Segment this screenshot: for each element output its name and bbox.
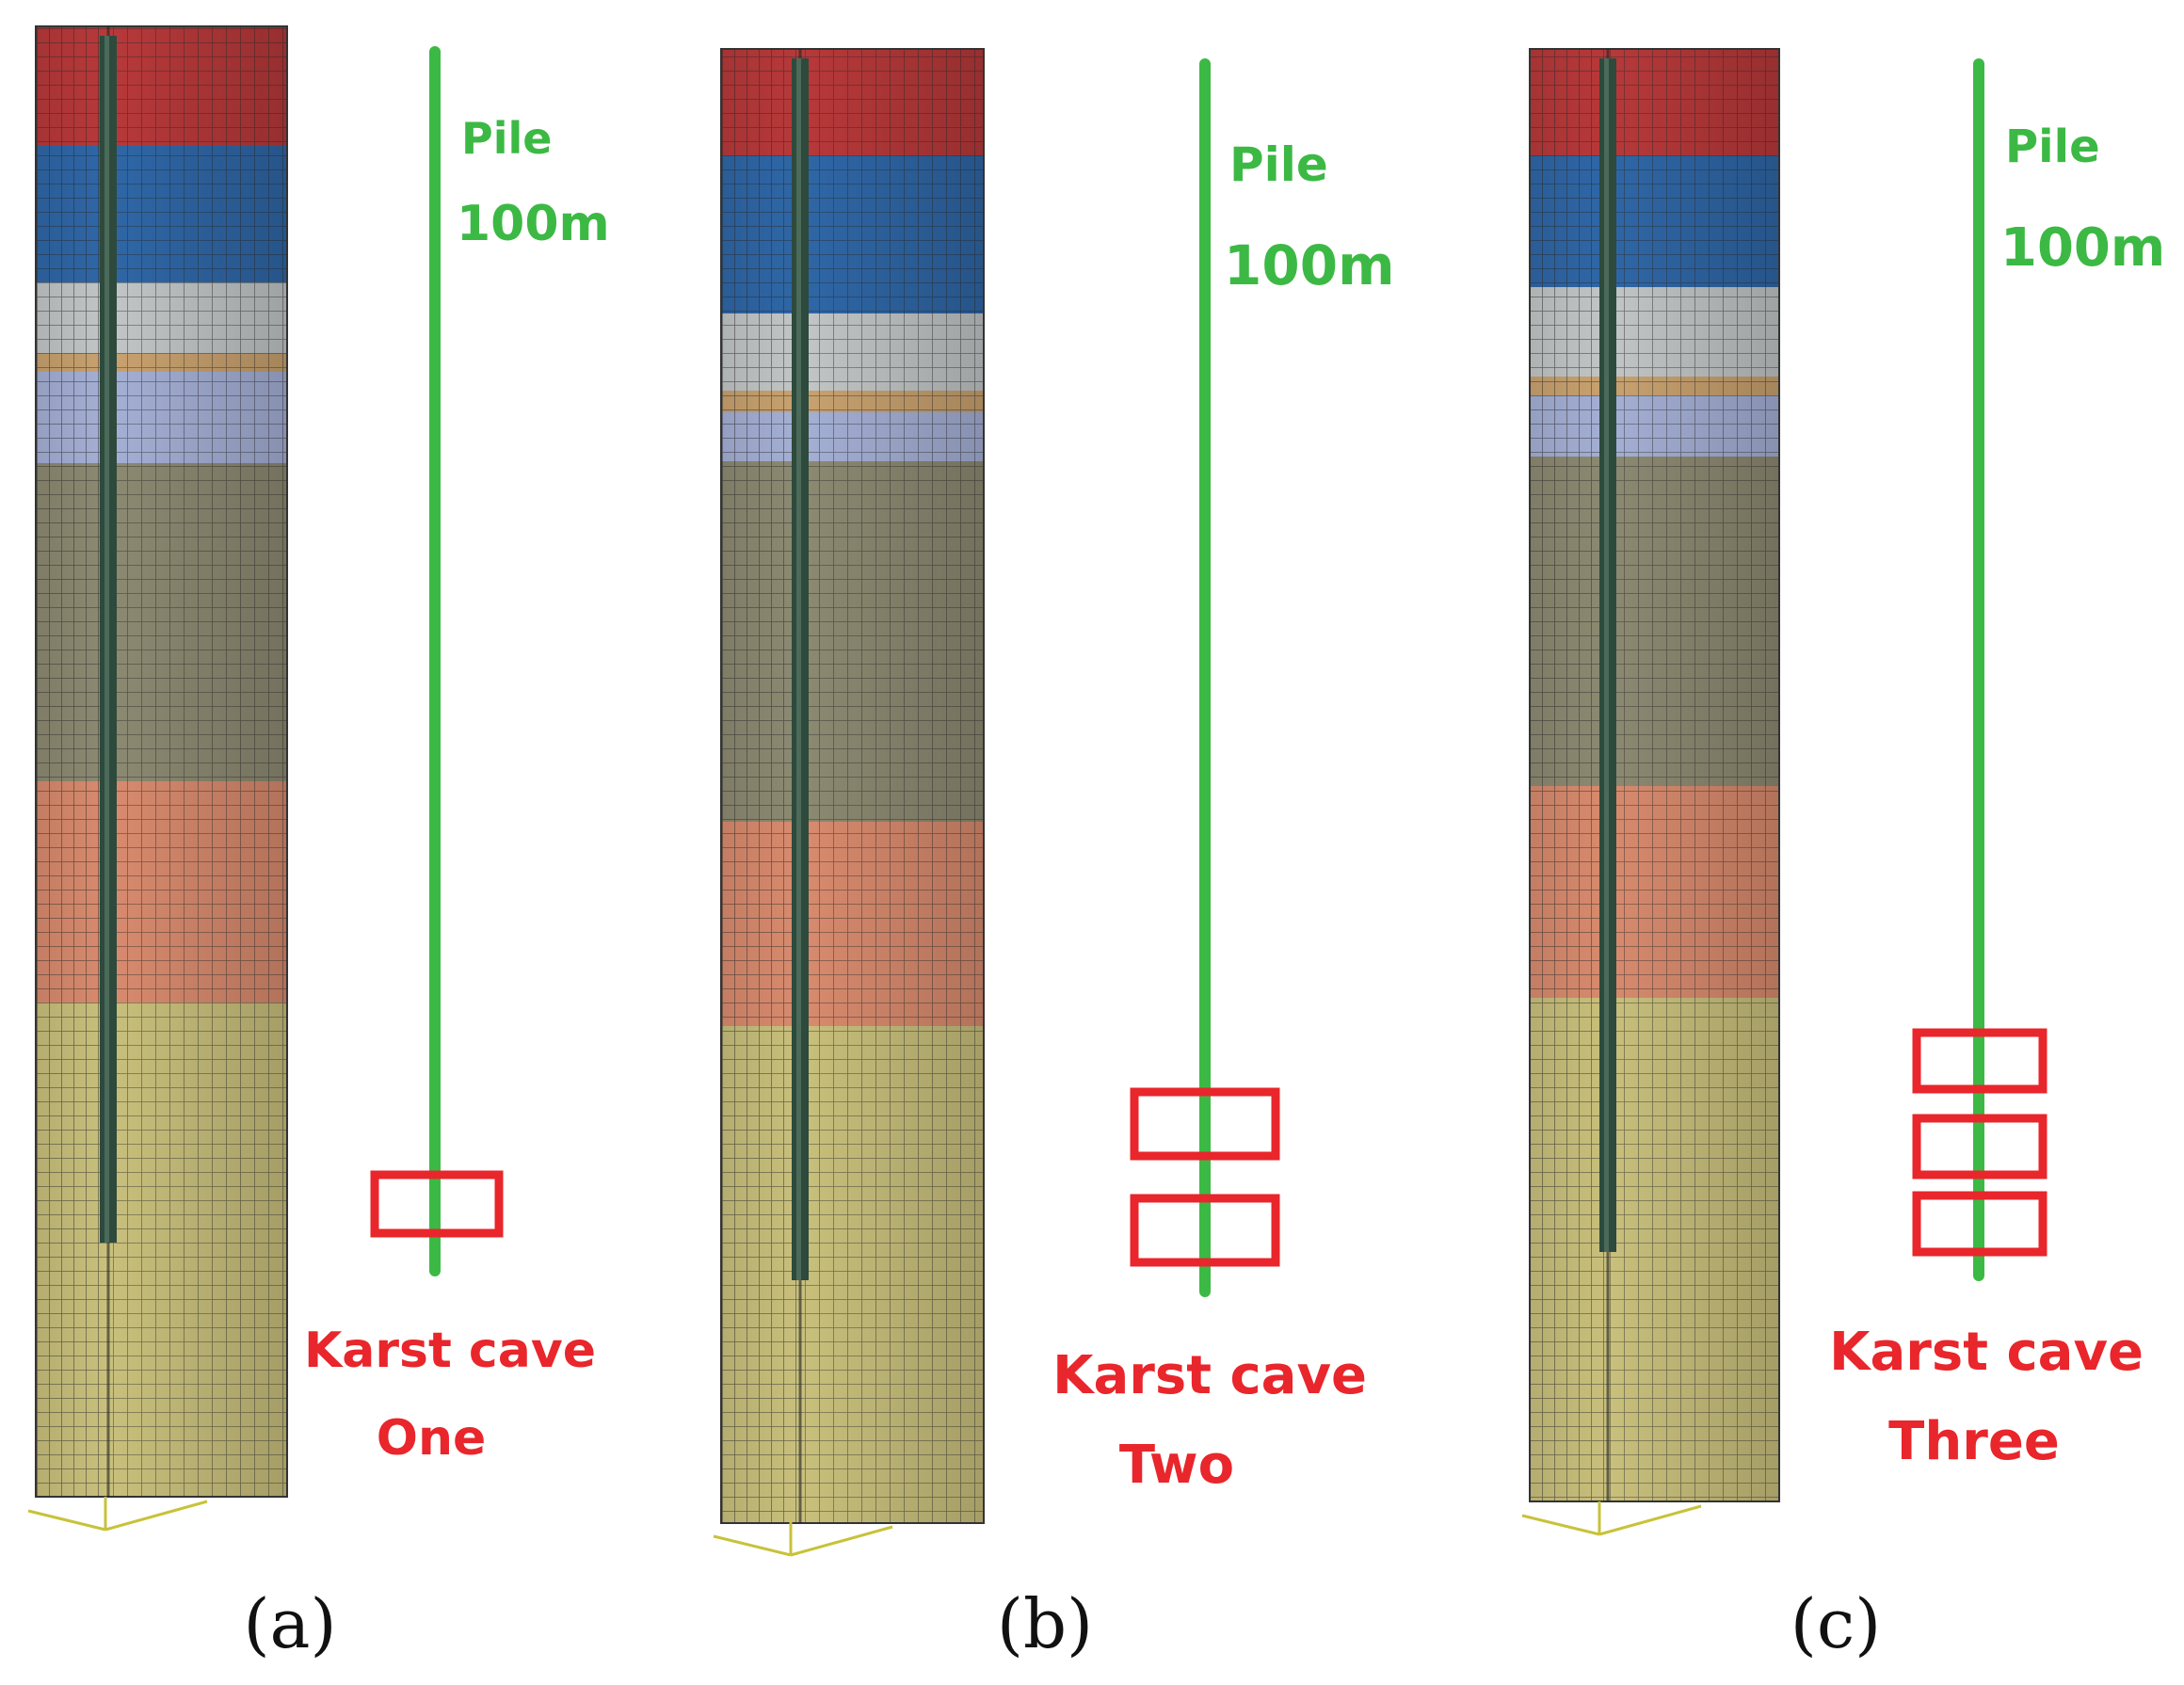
soil-layer-light-gray-left-shade <box>721 313 800 391</box>
cave-label-line2-c: Three <box>1888 1411 2060 1472</box>
cave-box <box>1912 1028 2048 1094</box>
pile-core-highlight <box>1604 58 1609 1252</box>
soil-layer-olive-gray-right-shade <box>1608 457 1779 786</box>
panel-c: Pile 100m Karst cave Three (c) <box>1521 48 2165 1663</box>
pile-length-label-c: 100m <box>2000 217 2165 279</box>
axis-triad-y <box>1598 1504 1702 1536</box>
pile-label-c: Pile <box>2005 120 2100 173</box>
soil-layer-lavender-left-shade <box>36 372 108 463</box>
soil-layer-salmon-right-shade <box>1608 786 1779 998</box>
pile-length-label-a: 100m <box>457 196 610 252</box>
soil-layer-salmon-left-shade <box>721 822 800 1026</box>
soil-layer-red-left-shade <box>721 49 800 155</box>
soil-layer-khaki-right-shade <box>800 1026 984 1523</box>
soil-layer-khaki-right-shade <box>108 1003 287 1497</box>
soil-layer-red-left-shade <box>36 26 108 146</box>
soil-layer-light-gray-left-shade <box>36 282 108 353</box>
soil-layer-salmon-left-shade <box>36 781 108 1003</box>
soil-layer-light-gray-right-shade <box>800 313 984 391</box>
axis-triad-x <box>27 1509 106 1532</box>
axis-triad-x <box>713 1534 792 1557</box>
soil-model-a <box>27 25 288 1532</box>
soil-layer-blue-left-shade <box>36 146 108 282</box>
axis-triad-y <box>790 1525 893 1557</box>
soil-layer-tan-left-shade <box>1530 377 1608 395</box>
soil-layer-salmon-right-shade <box>108 781 287 1003</box>
soil-layer-blue-right-shade <box>1608 155 1779 287</box>
soil-model-c <box>1521 48 1780 1536</box>
cave-box <box>1130 1194 1280 1267</box>
pile-label-a: Pile <box>461 113 552 164</box>
soil-layer-lavender-right-shade <box>1608 395 1779 457</box>
soil-layer-khaki-right-shade <box>1608 998 1779 1501</box>
soil-layer-olive-gray-left-shade <box>1530 457 1608 786</box>
panel-label-a: (a) <box>243 1584 336 1663</box>
cave-label-line1-c: Karst cave <box>1829 1322 2144 1383</box>
soil-layer-tan-right-shade <box>108 353 287 372</box>
cave-label-line2-a: One <box>377 1410 487 1467</box>
soil-layer-olive-gray-right-shade <box>108 463 287 781</box>
soil-layer-salmon-right-shade <box>800 822 984 1026</box>
cave-box <box>1130 1087 1280 1161</box>
soil-layer-khaki-left-shade <box>721 1026 800 1523</box>
soil-layer-lavender-left-shade <box>721 412 800 461</box>
soil-layer-tan-left-shade <box>36 353 108 372</box>
soil-layer-light-gray-right-shade <box>108 282 287 353</box>
cave-label-line1-a: Karst cave <box>304 1323 596 1379</box>
soil-layer-lavender-right-shade <box>108 372 287 463</box>
axis-triad-y <box>104 1500 208 1532</box>
soil-layer-lavender-right-shade <box>800 412 984 461</box>
soil-layer-tan-right-shade <box>1608 377 1779 395</box>
panel-a: Pile 100m Karst cave One (a) <box>27 25 610 1663</box>
soil-layer-blue-right-shade <box>800 155 984 313</box>
pile-length-label-b: 100m <box>1224 233 1395 297</box>
soil-layer-tan-left-shade <box>721 391 800 412</box>
soil-layer-salmon-left-shade <box>1530 786 1608 998</box>
soil-layer-red-right-shade <box>800 49 984 155</box>
soil-layer-red-left-shade <box>1530 49 1608 155</box>
cave-label-line1-b: Karst cave <box>1052 1345 1367 1406</box>
soil-layer-blue-left-shade <box>1530 155 1608 287</box>
panel-label-b: (b) <box>997 1584 1093 1663</box>
soil-layer-red-right-shade <box>108 26 287 146</box>
pile-core-highlight <box>796 58 801 1280</box>
soil-model-b <box>713 48 985 1557</box>
soil-layer-light-gray-left-shade <box>1530 287 1608 377</box>
soil-layer-tan-right-shade <box>800 391 984 412</box>
soil-layer-olive-gray-left-shade <box>721 461 800 822</box>
panel-label-c: (c) <box>1791 1584 1882 1663</box>
cave-boxes-b <box>1130 1087 1280 1267</box>
soil-layer-red-right-shade <box>1608 49 1779 155</box>
cave-label-line2-b: Two <box>1119 1435 1234 1496</box>
cave-box <box>370 1170 504 1238</box>
soil-layer-olive-gray-left-shade <box>36 463 108 781</box>
cave-boxes-a <box>370 1170 504 1238</box>
soil-layer-khaki-left-shade <box>1530 998 1608 1501</box>
model-outline <box>1529 48 1780 1502</box>
soil-layer-light-gray-right-shade <box>1608 287 1779 377</box>
cave-box <box>1912 1191 2048 1257</box>
model-outline <box>720 48 985 1524</box>
axis-triad-x <box>1521 1514 1600 1536</box>
soil-layer-lavender-left-shade <box>1530 395 1608 457</box>
panel-b: Pile 100m Karst cave Two (b) <box>713 48 1395 1663</box>
soil-layer-olive-gray-right-shade <box>800 461 984 822</box>
soil-layer-blue-right-shade <box>108 146 287 282</box>
pile-core-highlight <box>104 36 109 1243</box>
cave-box <box>1912 1114 2048 1180</box>
cave-boxes-c <box>1912 1028 2048 1257</box>
model-outline <box>35 25 288 1498</box>
soil-layer-blue-left-shade <box>721 155 800 313</box>
pile-label-b: Pile <box>1229 137 1328 192</box>
soil-layer-khaki-left-shade <box>36 1003 108 1497</box>
